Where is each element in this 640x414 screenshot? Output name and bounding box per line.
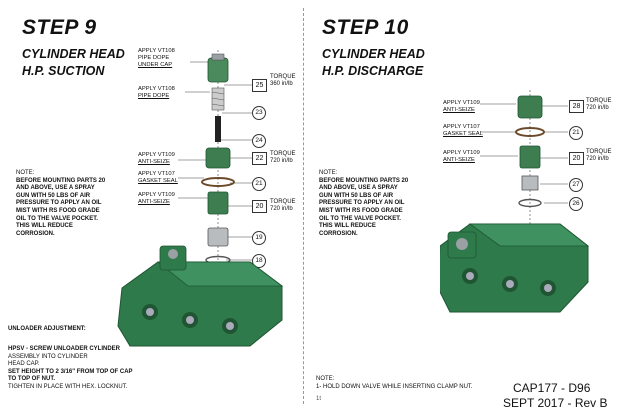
document-revision: SEPT 2017 - Rev B (503, 396, 608, 410)
torque-20-right: TORQUE 720 in/lb (586, 149, 612, 163)
part-19-shape (207, 227, 229, 247)
part-25-shape (207, 57, 229, 83)
page-divider (303, 8, 304, 404)
part-20-box: 20 (252, 200, 267, 213)
part-21-shape (201, 177, 235, 187)
part-21-circle-right: 21 (569, 126, 583, 140)
part-18-circle: 18 (252, 254, 266, 268)
part-25-box: 25 (252, 79, 267, 92)
step9-note: NOTE: BEFORE MOUNTING PARTS 20 AND ABOVE… (16, 170, 106, 237)
torque-22: TORQUE 720 in/lb (270, 151, 296, 165)
callout-right-vt109-a: APPLY VT109 ANTI-SEIZE (443, 100, 480, 113)
document-code: CAP177 - D96 (513, 381, 591, 395)
part-27-shape (521, 175, 539, 191)
step10-title-line1: CYLINDER HEAD (322, 47, 425, 61)
step10-heading: STEP 10 (322, 16, 409, 39)
page-mark: 1t (316, 396, 322, 402)
step9-heading: STEP 9 (22, 16, 97, 39)
part-26-shape (518, 198, 542, 208)
part-28-shape (517, 95, 543, 119)
part-23-circle: 23 (252, 106, 266, 120)
step10-note: NOTE: BEFORE MOUNTING PARTS 20 AND ABOVE… (319, 170, 409, 237)
callout-vt109-a: APPLY VT109 ANTI-SEIZE (138, 152, 175, 165)
unloader-instructions: HPSV - SCREW UNLOADER CYLINDER ASSEMBLY … (8, 346, 133, 390)
part-20-box-right: 20 (569, 152, 584, 165)
step9-title-line1: CYLINDER HEAD (22, 47, 125, 61)
part-24-shape (215, 116, 221, 142)
step9-title-line2: H.P. SUCTION (22, 64, 105, 78)
torque-20-left: TORQUE 720 in/lb (270, 199, 296, 213)
part-24-circle: 24 (252, 134, 266, 148)
part-28-box: 28 (569, 100, 584, 113)
part-20-shape (207, 191, 229, 215)
part-26-circle: 26 (569, 197, 583, 211)
torque-25: TORQUE 360 in/lb (270, 74, 296, 88)
step9-exploded-diagram (117, 50, 284, 347)
step10-title-line2: H.P. DISCHARGE (322, 64, 424, 78)
callout-vt107: APPLY VT107 GASKET SEAL (138, 171, 178, 184)
step9-title: CYLINDER HEAD H.P. SUCTION (22, 46, 125, 80)
part-20-right-shape (519, 145, 541, 169)
part-21-circle: 21 (252, 177, 266, 191)
part-22-box: 22 (252, 152, 267, 165)
callout-right-vt109-b: APPLY VT109 ANTI-SEIZE (443, 150, 480, 163)
callout-vt109-b: APPLY VT109 ANTI-SEIZE (138, 192, 175, 205)
step10-title: CYLINDER HEAD H.P. DISCHARGE (322, 46, 425, 80)
hold-down-note: NOTE: 1- HOLD DOWN VALVE WHILE INSERTING… (316, 376, 473, 390)
torque-28: TORQUE 720 in/lb (586, 98, 612, 112)
part-27-circle: 27 (569, 178, 583, 192)
callout-vt108-cap: APPLY VT108 PIPE DOPE UNDER CAP (138, 48, 175, 68)
step10-exploded-diagram (440, 90, 590, 313)
callout-vt108: APPLY VT108 PIPE DOPE (138, 86, 175, 99)
right-side-port (447, 231, 477, 259)
part-21-right-shape (515, 127, 545, 137)
unloader-title: UNLOADER ADJUSTMENT: (8, 326, 86, 332)
callout-right-vt107: APPLY VT107 GASKET SEAL (443, 124, 483, 137)
part-22-shape (205, 147, 231, 169)
part-19-circle: 19 (252, 231, 266, 245)
